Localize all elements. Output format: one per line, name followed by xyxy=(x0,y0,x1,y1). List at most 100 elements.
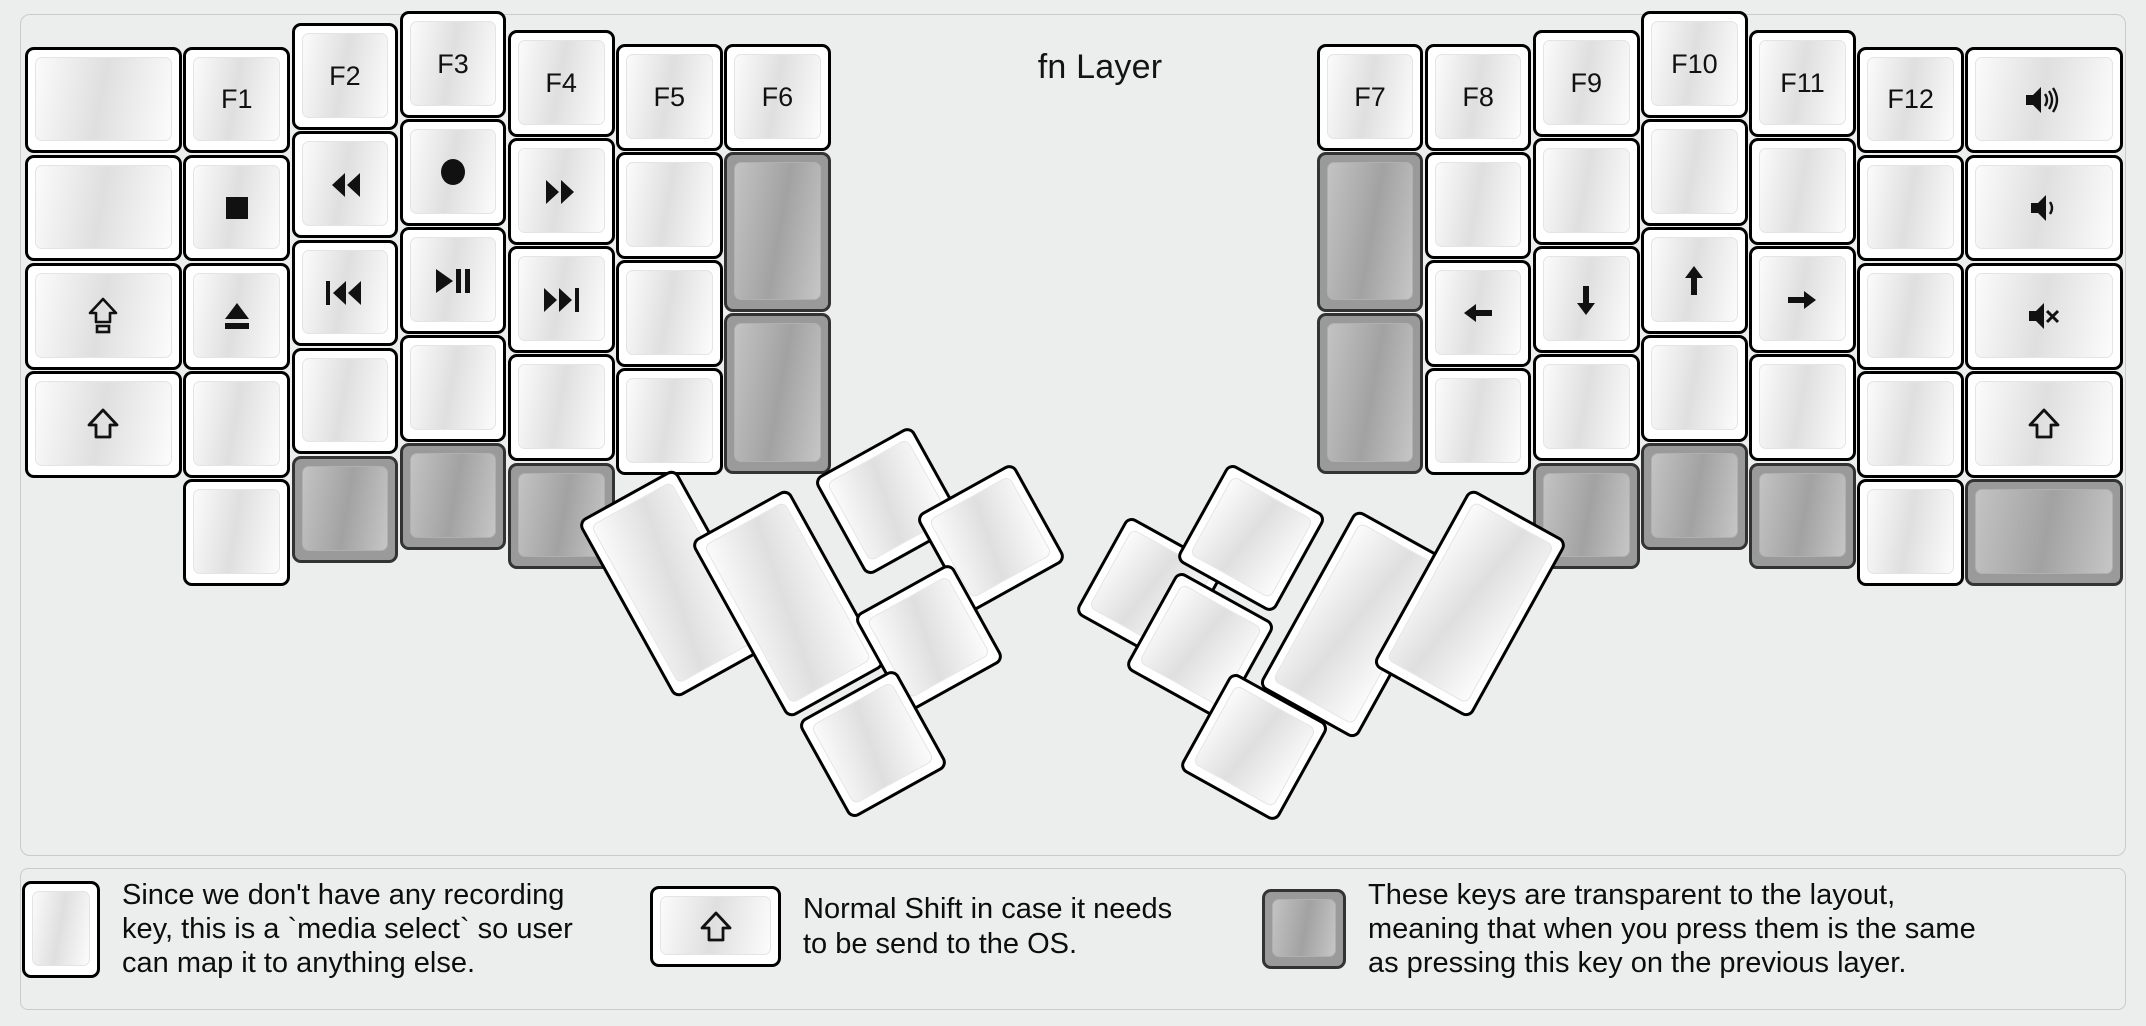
right-col-index-inner-key-3[interactable] xyxy=(1424,260,1532,367)
left-col-pinky-key-2[interactable] xyxy=(183,154,291,262)
left-col-middle-key-4[interactable] xyxy=(399,335,507,443)
media-next-icon xyxy=(542,286,581,314)
left-col-pinky-key-1[interactable]: F1 xyxy=(183,46,291,154)
left-col-index-key-2[interactable] xyxy=(507,138,615,245)
left-col-ring-key-2[interactable] xyxy=(291,131,399,239)
left-col-index-key-3[interactable] xyxy=(507,246,615,354)
legend-text-shift: Normal Shift in case it needs to be send… xyxy=(803,893,1173,960)
left-col-index-inner-key-2[interactable] xyxy=(615,151,723,259)
keycap-surface xyxy=(1434,378,1522,463)
keycap-surface xyxy=(1542,40,1630,125)
left-col-ring-key-4[interactable] xyxy=(291,347,399,455)
right-col-inner-key-2[interactable] xyxy=(1316,151,1424,313)
right-col-middle-key-3[interactable] xyxy=(1640,227,1748,334)
left-col-index-inner-key-4[interactable] xyxy=(615,368,723,475)
right-col-index-inner-key-4[interactable] xyxy=(1424,368,1532,475)
keycap-surface xyxy=(1650,237,1738,322)
left-col-index-inner-key-1[interactable]: F5 xyxy=(615,43,723,151)
keycap-surface xyxy=(517,40,605,125)
left-col-ring-key-1[interactable]: F2 xyxy=(291,23,399,131)
keycap-surface xyxy=(1975,272,2113,358)
keycap-surface xyxy=(34,164,173,250)
left-col-inner-key-2[interactable] xyxy=(724,151,831,313)
right-col-pinky-outer-key-4[interactable] xyxy=(1965,370,2123,478)
keycap-surface xyxy=(1650,20,1738,106)
left-col-ring-key-3[interactable] xyxy=(291,239,399,347)
keycap-surface xyxy=(1650,453,1738,539)
right-col-pinky-key-5[interactable] xyxy=(1857,479,1964,586)
left-col-index-key-1[interactable]: F4 xyxy=(507,30,615,137)
keycap-surface xyxy=(1326,323,1414,462)
right-col-pinky-key-2[interactable] xyxy=(1857,154,1964,262)
left-col-pinky-outer-key-3[interactable] xyxy=(24,262,183,370)
media-stop-icon xyxy=(222,193,252,223)
left-col-index-inner-key-3[interactable] xyxy=(615,260,723,367)
keycap-surface xyxy=(1759,148,1846,233)
keycap-surface xyxy=(1326,161,1414,301)
left-col-middle-key-5[interactable] xyxy=(399,443,507,551)
media-rewind-icon xyxy=(327,171,363,199)
right-col-ring-key-3[interactable] xyxy=(1749,246,1856,354)
right-col-pinky-outer-key-5[interactable] xyxy=(1965,479,2123,586)
keycap-surface xyxy=(1975,489,2113,574)
right-col-index-key-4[interactable] xyxy=(1532,354,1640,462)
right-col-pinky-outer-key-1[interactable] xyxy=(1965,46,2123,154)
legend-item-record: Since we don't have any recording key, t… xyxy=(22,878,573,981)
right-col-ring-key-1[interactable]: F11 xyxy=(1749,30,1856,137)
keycap-surface xyxy=(1542,364,1630,450)
left-col-middle-key-2[interactable] xyxy=(399,119,507,226)
arrow-up-icon xyxy=(1680,264,1708,298)
left-col-pinky-key-3[interactable] xyxy=(183,262,291,370)
right-col-pinky-key-4[interactable] xyxy=(1857,370,1964,478)
right-col-ring-key-4[interactable] xyxy=(1749,354,1856,462)
volume-up-icon xyxy=(2024,84,2064,116)
arrow-left-icon xyxy=(1461,299,1495,327)
right-col-index-key-2[interactable] xyxy=(1532,138,1640,245)
shift-arrow-icon xyxy=(2028,408,2060,440)
keycap-surface xyxy=(32,890,90,966)
volume-down-icon xyxy=(2029,192,2059,224)
right-col-index-key-1[interactable]: F9 xyxy=(1532,30,1640,137)
keycap-surface xyxy=(301,357,389,443)
left-col-middle-key-1[interactable]: F3 xyxy=(399,10,507,118)
left-col-inner-key-1[interactable]: F6 xyxy=(724,43,831,151)
left-col-pinky-outer-key-1[interactable] xyxy=(24,46,183,154)
right-col-index-key-3[interactable] xyxy=(1532,246,1640,354)
right-col-index-inner-key-1[interactable]: F8 xyxy=(1424,43,1532,151)
keycap-surface xyxy=(409,20,497,106)
right-col-pinky-outer-key-3[interactable] xyxy=(1965,262,2123,370)
keycap-surface xyxy=(34,380,173,466)
left-col-pinky-key-4[interactable] xyxy=(183,370,291,478)
left-col-index-key-4[interactable] xyxy=(507,354,615,462)
right-col-pinky-key-3[interactable] xyxy=(1857,262,1964,370)
keycap-surface xyxy=(301,465,389,551)
left-col-inner-key-3[interactable] xyxy=(724,313,831,474)
legend-text-record: Since we don't have any recording key, t… xyxy=(122,879,573,980)
keycap-surface xyxy=(1542,148,1630,233)
right-col-middle-key-4[interactable] xyxy=(1640,335,1748,443)
right-col-inner-key-1[interactable]: F7 xyxy=(1316,43,1424,151)
right-col-middle-key-1[interactable]: F10 xyxy=(1640,10,1748,118)
keycap-surface xyxy=(1434,161,1522,247)
left-col-ring-key-5[interactable] xyxy=(291,455,399,563)
media-eject-icon xyxy=(222,300,252,332)
keycap-surface xyxy=(1650,129,1738,214)
right-col-middle-key-5[interactable] xyxy=(1640,443,1748,551)
right-col-index-inner-key-2[interactable] xyxy=(1424,151,1532,259)
right-col-index-key-5[interactable] xyxy=(1532,462,1640,570)
right-col-ring-key-2[interactable] xyxy=(1749,138,1856,245)
legend-sample-keycap xyxy=(650,886,781,967)
keycap-surface xyxy=(1759,40,1846,125)
left-col-pinky-key-5[interactable] xyxy=(183,479,291,586)
right-col-inner-key-3[interactable] xyxy=(1316,313,1424,474)
left-col-middle-key-3[interactable] xyxy=(399,227,507,334)
volume-mute-icon xyxy=(2027,300,2061,332)
right-col-middle-key-2[interactable] xyxy=(1640,119,1748,226)
right-col-pinky-outer-key-2[interactable] xyxy=(1965,154,2123,262)
keycap-surface xyxy=(34,56,173,142)
left-col-pinky-outer-key-2[interactable] xyxy=(24,154,183,262)
right-col-pinky-key-1[interactable]: F12 xyxy=(1857,46,1964,154)
legend-sample-keycap xyxy=(22,880,100,978)
right-col-ring-key-5[interactable] xyxy=(1749,462,1856,570)
left-col-pinky-outer-key-4[interactable] xyxy=(24,370,183,478)
